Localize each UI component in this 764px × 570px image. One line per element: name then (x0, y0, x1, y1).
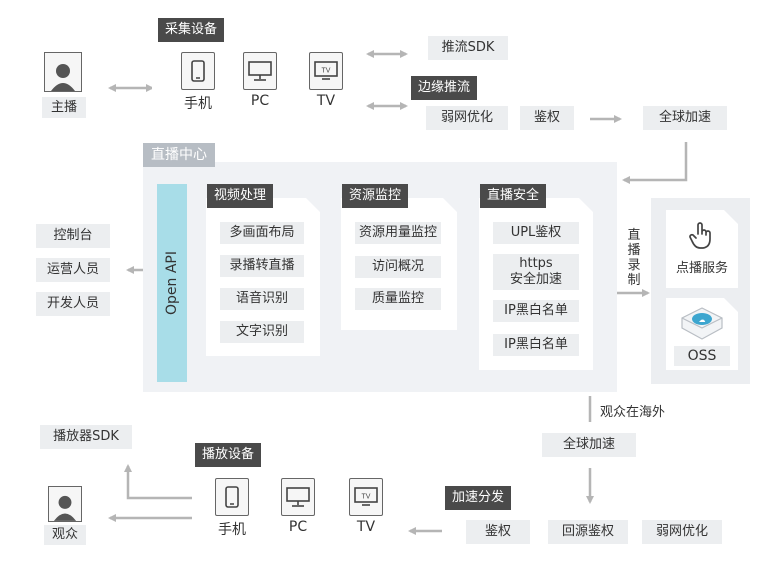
live-center-title: 直播中心 (143, 143, 215, 167)
video-item-text: 文字识别 (220, 321, 304, 343)
anchor-avatar-icon (44, 52, 82, 92)
accel-distribution-title: 加速分发 (445, 486, 512, 510)
live-security-card: UPL鉴权 https 安全加速 IP黑白名单 IP黑白名单 (479, 198, 593, 370)
console-item-developers: 开发人员 (36, 292, 110, 316)
global-accel-bottom-card: 全球加速 (524, 422, 654, 468)
resource-monitor-title: 资源监控 (342, 184, 409, 208)
player-device-pc-label: PC (288, 519, 308, 535)
security-item-ip-list-2: IP黑白名单 (493, 334, 579, 356)
arrow-player-sdk (124, 464, 192, 500)
capture-device-tv: TV TV (306, 52, 346, 109)
video-item-layout: 多画面布局 (220, 222, 304, 244)
viewer-card: 观众 (22, 478, 108, 552)
svg-text:TV: TV (322, 68, 331, 75)
push-sdk-card: 推流SDK (410, 28, 526, 70)
player-device-tv: TV TV (346, 478, 386, 535)
cloud-storage-icon: ☁ (679, 306, 725, 346)
phone-icon (215, 478, 249, 516)
player-device-pc: PC (278, 478, 318, 535)
security-item-https: https 安全加速 (493, 254, 579, 290)
tv-icon: TV (349, 478, 383, 516)
monitor-icon (243, 52, 277, 90)
viewer-avatar-icon (48, 486, 82, 522)
accel-distribution-card: 鉴权 回源鉴权 弱网优化 (444, 508, 738, 554)
player-sdk-card: 播放器SDK (24, 412, 148, 462)
anchor-card: 主播 (20, 40, 108, 125)
overseas-viewers-label: 观众在海外 (600, 405, 666, 420)
dist-item-origin-auth: 回源鉴权 (548, 520, 628, 544)
player-sdk-label: 播放器SDK (40, 425, 132, 449)
svg-text:TV: TV (362, 494, 371, 501)
capture-device-tv-label: TV (316, 93, 336, 109)
security-item-ip-list-1: IP黑白名单 (493, 300, 579, 322)
monitor-item-access: 访问概况 (355, 256, 441, 278)
push-sdk-label: 推流SDK (428, 36, 508, 60)
edge-push-card: 弱网优化 鉴权 (410, 94, 590, 140)
global-accel-bottom-label: 全球加速 (542, 433, 636, 457)
monitor-icon (281, 478, 315, 516)
edge-push-item-weaknet: 弱网优化 (426, 106, 508, 130)
video-processing-title: 视频处理 (207, 184, 274, 208)
capture-device-phone: 手机 (178, 52, 218, 113)
player-devices-card: 手机 PC TV TV (194, 466, 406, 550)
anchor-label: 主播 (42, 97, 86, 118)
video-processing-card: 多画面布局 录播转直播 语音识别 文字识别 (206, 198, 320, 356)
resource-monitor-card: 资源用量监控 访问概况 质量监控 (341, 198, 457, 330)
oss-card: ☁ OSS (666, 298, 738, 370)
vod-service-card: 点播服务 (666, 210, 738, 288)
arrow-accel-center (622, 142, 688, 184)
capture-devices-title: 采集设备 (158, 18, 225, 42)
capture-device-pc: PC (240, 52, 280, 109)
capture-devices-card: 手机 PC TV TV (152, 40, 366, 126)
edge-push-item-auth: 鉴权 (520, 106, 574, 130)
viewer-label: 观众 (44, 525, 86, 545)
console-card: 控制台 运营人员 开发人员 (22, 208, 126, 332)
oss-label: OSS (674, 346, 730, 366)
live-security-title: 直播安全 (480, 184, 547, 208)
svg-text:☁: ☁ (699, 317, 706, 324)
player-devices-title: 播放设备 (195, 443, 262, 467)
security-item-upl-auth: UPL鉴权 (493, 222, 579, 244)
touch-icon (688, 220, 716, 254)
video-item-speech: 语音识别 (220, 288, 304, 310)
player-device-phone: 手机 (212, 478, 252, 539)
player-device-tv-label: TV (356, 519, 376, 535)
open-api-label: Open API (164, 251, 180, 315)
live-recording-label: 直播录制 (627, 228, 641, 288)
console-item-operators: 运营人员 (36, 258, 110, 282)
dist-item-auth: 鉴权 (466, 520, 530, 544)
dist-item-weaknet: 弱网优化 (642, 520, 722, 544)
player-device-phone-label: 手机 (218, 522, 246, 538)
capture-device-pc-label: PC (250, 93, 270, 109)
phone-icon (181, 52, 215, 90)
video-item-record-to-live: 录播转直播 (220, 255, 304, 277)
monitor-item-quality: 质量监控 (355, 288, 441, 310)
global-accel-top-label: 全球加速 (643, 106, 727, 130)
tv-icon: TV (309, 52, 343, 90)
console-item-console: 控制台 (36, 224, 110, 248)
monitor-item-usage: 资源用量监控 (355, 222, 441, 244)
capture-device-phone-label: 手机 (184, 96, 212, 112)
vod-service-label: 点播服务 (675, 261, 728, 276)
global-accel-top-card: 全球加速 (625, 96, 745, 140)
open-api-bar[interactable]: Open API (157, 184, 187, 382)
edge-push-title: 边缘推流 (411, 76, 478, 100)
